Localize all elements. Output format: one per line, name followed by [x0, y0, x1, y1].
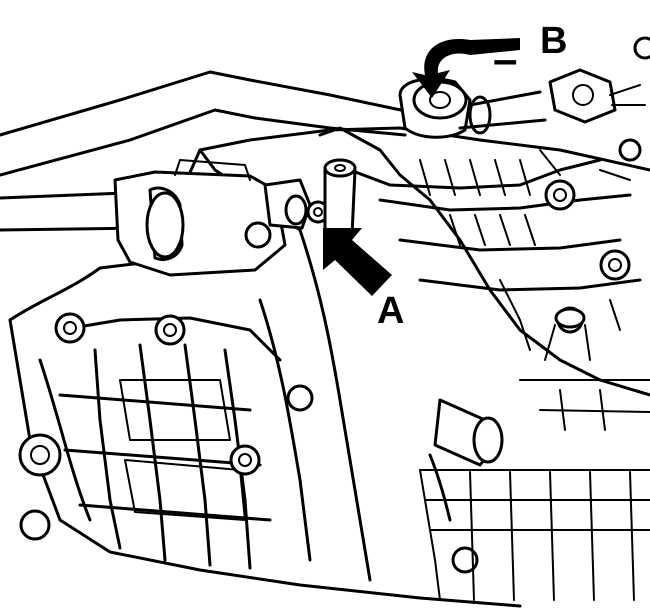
cable-end-b	[398, 77, 547, 139]
ball-stud-a	[263, 158, 357, 244]
rotation-arrow-b	[412, 38, 520, 98]
detail-pins	[499, 279, 591, 361]
selector-rod-upper	[0, 70, 412, 177]
upper-right-ribs	[419, 149, 631, 331]
callout-label-a: A	[377, 290, 405, 332]
lower-shaft	[428, 398, 504, 522]
arrow-a	[323, 228, 392, 296]
callout-label-b: B	[540, 20, 568, 62]
right-side-ribs	[419, 379, 650, 601]
callout-sign-b: –	[493, 35, 518, 84]
bell-housing-ribs	[38, 316, 282, 570]
selector-rod-lower	[0, 159, 287, 277]
nut-upper-right	[548, 68, 646, 124]
gearbox-housing	[8, 126, 650, 608]
mounting-bosses	[18, 36, 650, 574]
